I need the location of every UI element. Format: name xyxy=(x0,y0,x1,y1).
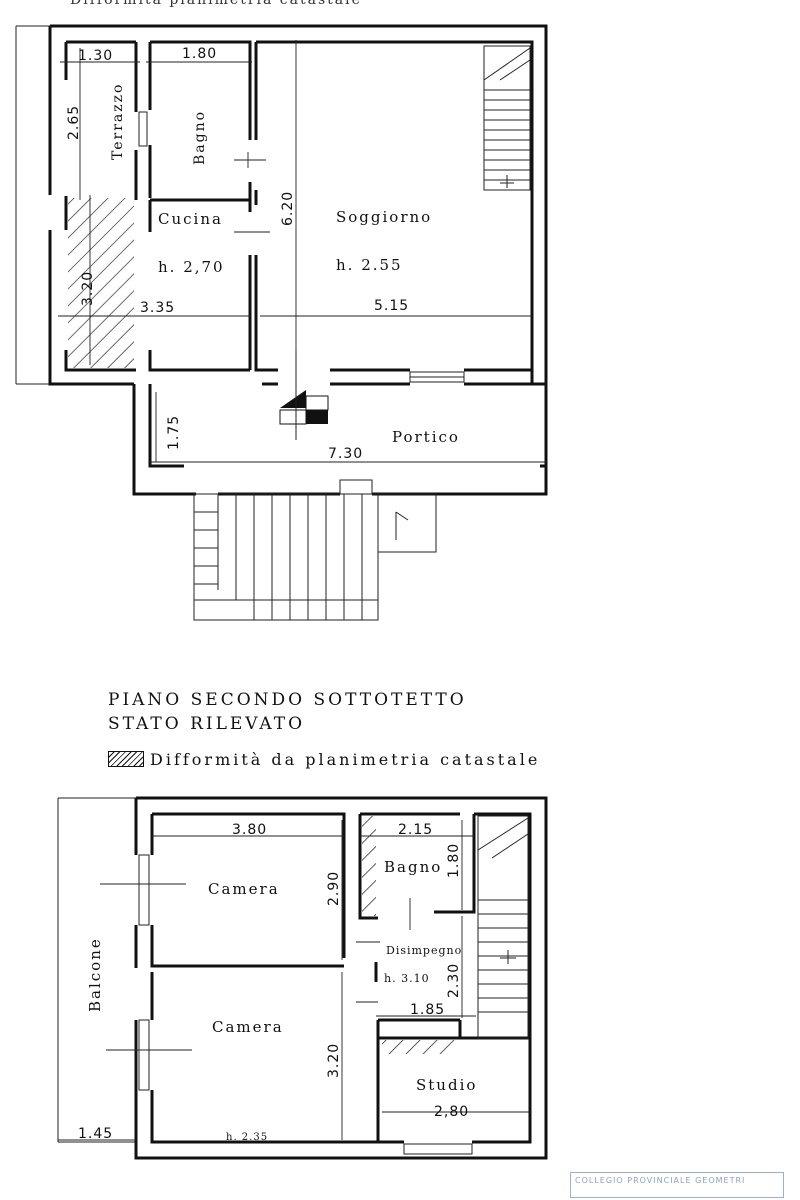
room-disimpegno: Disimpegno xyxy=(386,944,462,957)
second-floor-plan: 3.80 2.15 1.80 Camera Bagno 2.90 Disimpe… xyxy=(57,796,548,1160)
dim-disimpegno-width: 1.85 xyxy=(410,1002,445,1018)
room-portico: Portico xyxy=(392,428,460,446)
dim-camera1-width: 3.80 xyxy=(232,822,267,838)
dim-bagno2-width: 2.15 xyxy=(398,822,433,838)
room-camera2-height: h. 2.35 xyxy=(226,1132,268,1143)
hatch-legend-swatch xyxy=(108,751,144,767)
plan-title-line2: STATO RILEVATO xyxy=(108,714,306,734)
room-studio: Studio xyxy=(416,1076,477,1094)
room-soggiorno: Soggiorno xyxy=(336,208,432,226)
first-floor-plan: 1.30 1.80 2.65 Terrazzo Bagno Cucina h. … xyxy=(15,24,548,621)
dim-bagno-width: 1.80 xyxy=(182,46,217,62)
room-balcone: Balcone xyxy=(86,937,104,1012)
dim-disimpegno-height: 2.30 xyxy=(446,963,462,998)
dim-bagno2-height: 1.80 xyxy=(446,843,462,878)
room-cucina-height: h. 2,70 xyxy=(158,258,225,276)
dim-cucina-height: 3.20 xyxy=(80,271,96,306)
dim-studio-width: 2,80 xyxy=(434,1104,469,1120)
orientation-symbol xyxy=(279,350,329,440)
top-legend-note: Difformità planimetria catastale xyxy=(70,0,362,8)
dim-terrazzo-height: 2.65 xyxy=(66,105,82,140)
dim-portico-width: 7.30 xyxy=(328,446,363,462)
room-cucina: Cucina xyxy=(158,210,223,228)
dim-camera2-height: 3.20 xyxy=(326,1043,342,1078)
room-disimpegno-height: h. 3.10 xyxy=(384,972,430,985)
room-bagno-second: Bagno xyxy=(384,858,442,876)
room-camera-1: Camera xyxy=(208,880,280,898)
dim-camera1-height: 2.90 xyxy=(326,871,342,906)
room-camera-2: Camera xyxy=(212,1018,284,1036)
dim-portico-height: 1.75 xyxy=(166,415,182,450)
legend-text: Difformità da planimetria catastale xyxy=(150,750,541,769)
room-terrazzo: Terrazzo xyxy=(110,83,126,160)
legend-row: Difformità da planimetria catastale xyxy=(108,750,540,769)
dim-soggiorno-width: 5.15 xyxy=(374,298,409,314)
dim-balcone-width: 1.45 xyxy=(78,1126,113,1142)
stamp: COLLEGIO PROVINCIALE GEOMETRI xyxy=(570,1172,784,1198)
room-bagno-first: Bagno xyxy=(192,110,208,165)
plan-title-line1: PIANO SECONDO SOTTOTETTO xyxy=(108,690,467,710)
dim-cucina-width: 3.35 xyxy=(140,300,175,316)
room-soggiorno-height: h. 2.55 xyxy=(336,256,403,274)
dim-terrazzo-width: 1.30 xyxy=(78,48,113,64)
dim-soggiorno-height: 6.20 xyxy=(280,191,296,226)
